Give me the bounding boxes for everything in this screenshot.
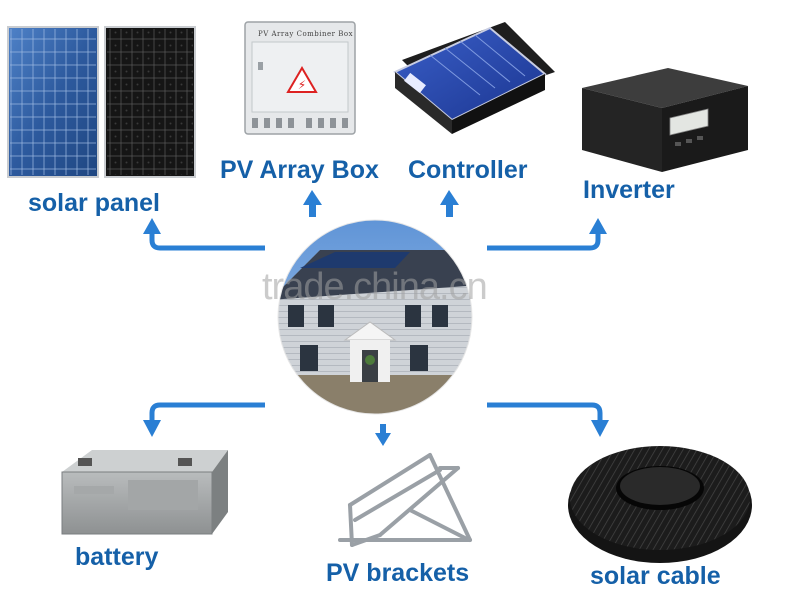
arrow-to-pv-brackets bbox=[375, 424, 391, 446]
arrow-to-solar-panel bbox=[143, 218, 265, 251]
watermark: trade.china.cn bbox=[262, 266, 488, 308]
label-pv-brackets: PV brackets bbox=[326, 559, 470, 587]
label-battery: battery bbox=[75, 543, 159, 571]
controller-image bbox=[393, 22, 555, 134]
svg-text:⚡: ⚡ bbox=[298, 78, 306, 92]
solar-cable-image bbox=[568, 446, 752, 563]
label-inverter: Inverter bbox=[583, 176, 675, 204]
label-solar-panel: solar panel bbox=[28, 189, 160, 217]
battery-image bbox=[61, 450, 228, 535]
label-pv-array-box: PV Array Box bbox=[220, 156, 379, 184]
arrow-to-pv-array-box bbox=[303, 190, 322, 217]
flow-arrows bbox=[143, 190, 609, 446]
inverter-image bbox=[582, 68, 748, 172]
label-controller: Controller bbox=[408, 156, 528, 184]
solar-panel-poly-image bbox=[7, 26, 99, 178]
solar-panel-mono-image bbox=[104, 26, 196, 178]
combiner-box-title: PV Array Combiner Box bbox=[258, 30, 354, 38]
pv-brackets-image bbox=[338, 453, 472, 547]
house-photo bbox=[278, 220, 472, 414]
arrow-to-solar-cable bbox=[487, 402, 609, 437]
arrow-to-inverter bbox=[487, 218, 607, 251]
arrow-to-battery bbox=[143, 402, 265, 437]
label-solar-cable: solar cable bbox=[590, 562, 721, 590]
combiner-box-image: ⚡ bbox=[244, 21, 356, 135]
arrow-to-controller bbox=[440, 190, 459, 217]
